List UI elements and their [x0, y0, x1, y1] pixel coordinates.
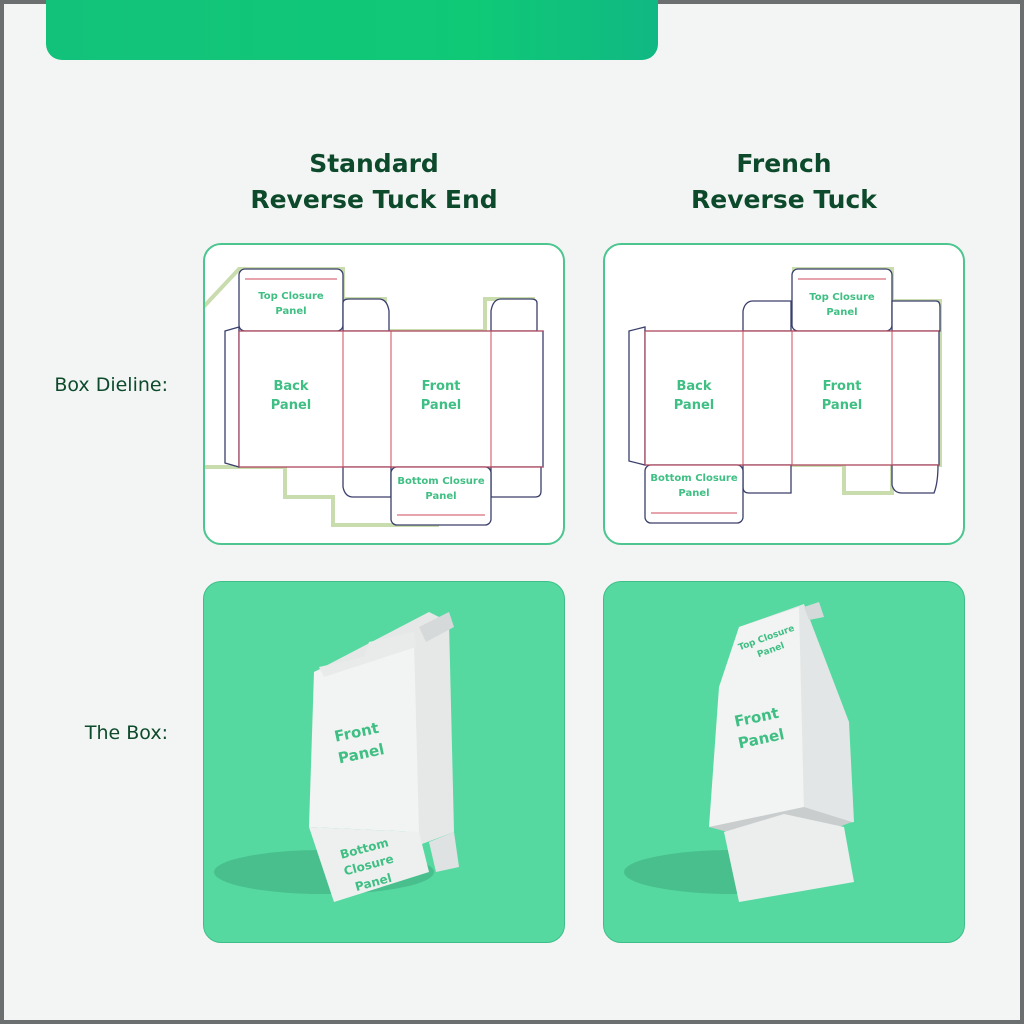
dieline-french: [628, 267, 942, 524]
label-line: Panel: [275, 305, 307, 317]
title-line: French: [736, 149, 832, 178]
label-line: Panel: [821, 397, 863, 413]
label-line: Panel: [673, 397, 715, 413]
label-line: Front: [421, 379, 461, 394]
title-line: Reverse Tuck End: [250, 185, 498, 214]
label-line: Panel: [425, 490, 457, 502]
label-line: Panel: [826, 306, 858, 318]
infographic: Standard Reverse Tuck End French Reverse…: [4, 0, 1020, 1020]
row-label-box: The Box:: [84, 722, 168, 744]
dieline-standard: [205, 267, 544, 527]
label-line: Bottom Closure: [397, 476, 485, 487]
label-line: Panel: [270, 397, 312, 413]
title-line: Standard: [309, 149, 439, 178]
column-title-standard: Standard Reverse Tuck End: [194, 146, 554, 218]
label-line: Front: [822, 379, 862, 394]
box-render-standard: [214, 612, 459, 902]
label-line: Panel: [678, 487, 710, 499]
box-render-french: [624, 602, 854, 902]
header-banner: [46, 0, 658, 60]
label-line: Top Closure: [258, 291, 324, 302]
label-line: Panel: [420, 397, 462, 413]
column-title-french: French Reverse Tuck: [604, 146, 964, 218]
label-line: Back: [273, 379, 309, 394]
title-line: Reverse Tuck: [691, 185, 877, 214]
label-line: Bottom Closure: [650, 473, 738, 484]
label-line: Back: [676, 379, 712, 394]
row-label-dieline: Box Dieline:: [54, 374, 168, 396]
label-line: Top Closure: [809, 292, 875, 303]
